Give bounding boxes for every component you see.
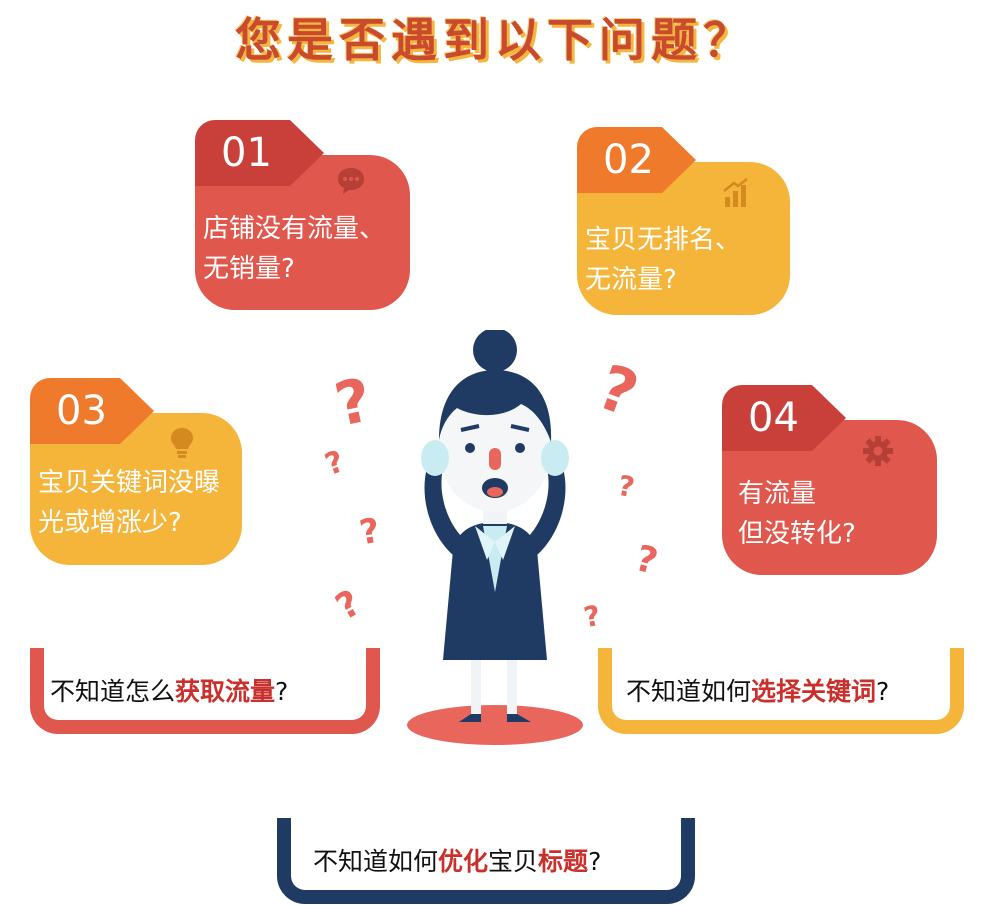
- card-01-number: 01: [195, 120, 324, 186]
- card-03-line2: 光或增涨少?: [38, 508, 182, 538]
- chat-bubble-icon: [338, 168, 364, 194]
- question-box-1: [30, 648, 380, 734]
- question-text-3: 不知道如何优化宝贝标题?: [313, 847, 602, 876]
- card-02-number: 02: [577, 127, 696, 193]
- question-mark-icon: ?: [320, 444, 349, 483]
- question-box-3: [277, 818, 695, 904]
- question-mark-icon: ?: [356, 510, 384, 554]
- question-text-1: 不知道怎么获取流量?: [50, 677, 289, 706]
- gear-icon: [863, 436, 893, 466]
- question-mark-icon: ?: [631, 537, 662, 584]
- question-mark-icon: ?: [329, 365, 378, 441]
- problem-card-02: 宝贝无排名、 无流量? 02: [577, 127, 790, 315]
- question-mark-icon: ?: [615, 468, 637, 505]
- card-02-line1: 宝贝无排名、: [585, 225, 742, 255]
- bar-chart-icon: [723, 178, 748, 207]
- card-02-line2: 无流量?: [585, 265, 677, 295]
- confused-woman-illustration: [407, 330, 583, 745]
- problem-card-03: 宝贝关键词没曝 光或增涨少? 03: [30, 378, 242, 565]
- card-04-line2: 但没转化?: [738, 519, 856, 549]
- card-03-number: 03: [30, 378, 154, 444]
- question-mark-icon: ?: [329, 582, 368, 629]
- question-text-2: 不知道如何选择关键词?: [626, 677, 890, 706]
- card-01-line1: 店铺没有流量、: [203, 214, 386, 244]
- card-01-line2: 无销量?: [203, 254, 295, 284]
- card-04-number: 04: [722, 385, 846, 451]
- card-04-line1: 有流量: [738, 479, 817, 509]
- page-title: 您是否遇到以下问题？: [235, 13, 755, 67]
- lightbulb-icon: [171, 428, 193, 458]
- question-box-2: [598, 648, 964, 734]
- problem-card-01: 店铺没有流量、 无销量? 01: [195, 120, 410, 310]
- problem-card-04: 有流量 但没转化? 04: [722, 385, 937, 575]
- question-mark-icon: ?: [588, 350, 648, 431]
- card-03-line1: 宝贝关键词没曝: [38, 468, 221, 498]
